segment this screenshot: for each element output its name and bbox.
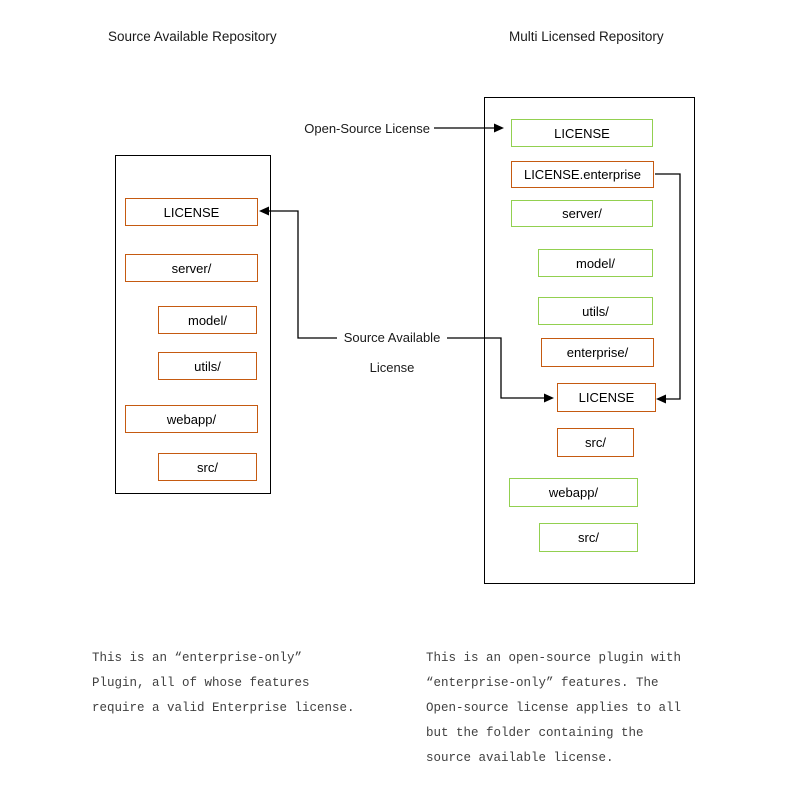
left-repo-folder-utils: utils/ (158, 352, 257, 380)
source-available-license-label: Source Available License (339, 330, 445, 375)
open-source-license-label: Open-Source License (240, 121, 430, 136)
left-repo-folder-model: model/ (158, 306, 257, 334)
left-repo-file-license: LICENSE (125, 198, 258, 226)
right-repo-file-license-open: LICENSE (511, 119, 653, 147)
right-repo-title: Multi Licensed Repository (509, 29, 664, 44)
left-repo-folder-src: src/ (158, 453, 257, 481)
source-available-license-label-line1: Source Available (343, 330, 441, 345)
left-repo-title: Source Available Repository (108, 29, 277, 44)
left-repo-note: This is an “enterprise-only” Plugin, all… (92, 651, 355, 715)
left-repo-folder-webapp: webapp/ (125, 405, 258, 433)
left-repo-folder-server: server/ (125, 254, 258, 282)
right-repo-file-license-enterprise: LICENSE.enterprise (511, 161, 654, 188)
right-repo-file-license-inner: LICENSE (557, 383, 656, 412)
right-repo-folder-src: src/ (539, 523, 638, 552)
right-repo-folder-model: model/ (538, 249, 653, 277)
right-repo-folder-utils: utils/ (538, 297, 653, 325)
source-available-license-label-line2: License (369, 360, 415, 375)
right-repo-folder-enterprise: enterprise/ (541, 338, 654, 367)
right-repo-folder-server: server/ (511, 200, 653, 227)
right-repo-folder-src-enterprise: src/ (557, 428, 634, 457)
right-repo-note: This is an open-source plugin with “ente… (426, 651, 682, 765)
right-repo-folder-webapp: webapp/ (509, 478, 638, 507)
